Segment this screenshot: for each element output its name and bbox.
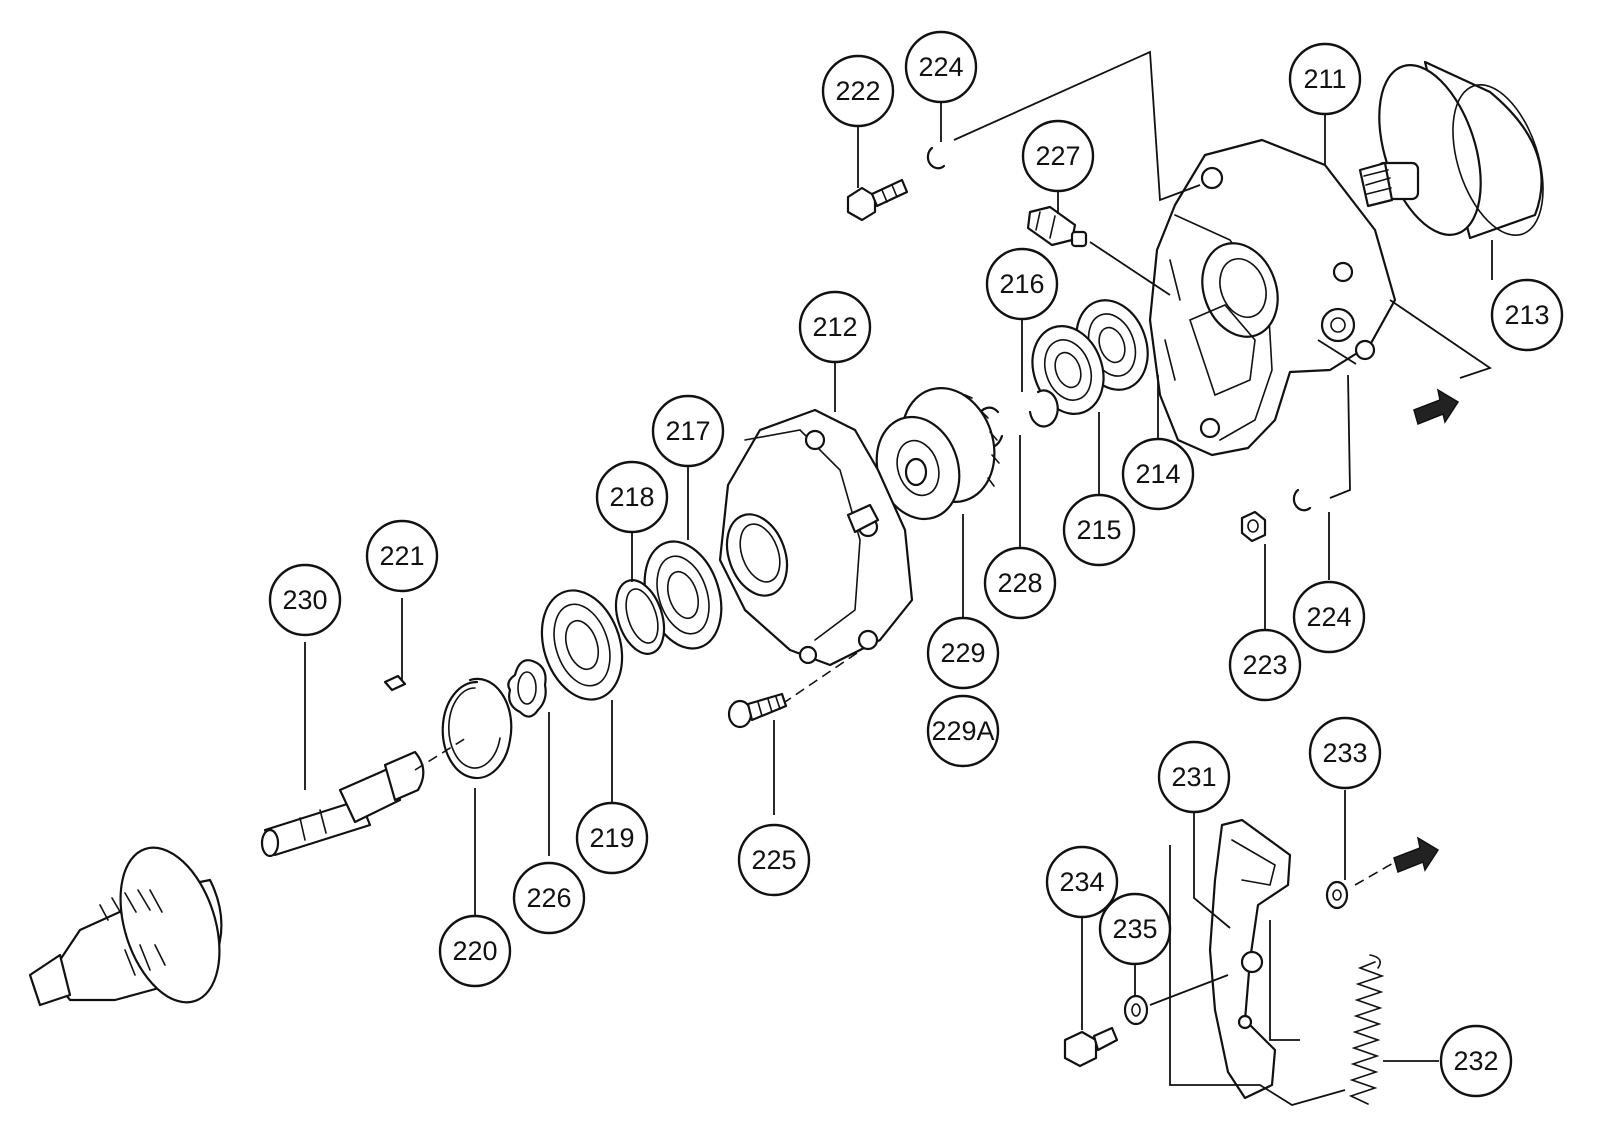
callout-216: 216 (985, 247, 1059, 321)
callout-228: 228 (983, 546, 1057, 620)
part-216-snap-ring (1028, 389, 1059, 428)
callout-223-label: 223 (1242, 650, 1287, 680)
part-224-e-clip-right (1292, 488, 1312, 512)
callout-230: 230 (268, 563, 342, 637)
part-226-wave-washer (507, 659, 547, 718)
callout-226-label: 226 (526, 883, 571, 913)
callout-222: 222 (821, 54, 895, 128)
callout-235: 235 (1098, 892, 1172, 966)
callout-215-label: 215 (1076, 515, 1121, 545)
callout-211-label: 211 (1303, 64, 1346, 94)
callout-215: 215 (1062, 493, 1136, 567)
callout-233: 233 (1308, 716, 1382, 790)
callout-219-label: 219 (589, 823, 634, 853)
part-225-screw (727, 692, 788, 729)
callout-213-label: 213 (1504, 300, 1549, 330)
callout-225-label: 225 (751, 845, 796, 875)
callout-232-label: 232 (1453, 1046, 1498, 1076)
callout-218: 218 (595, 460, 669, 534)
callout-214: 214 (1121, 437, 1195, 511)
callout-218-label: 218 (609, 482, 654, 512)
callout-217-label: 217 (665, 416, 710, 446)
callout-229a: 229A (926, 694, 1000, 768)
callout-234: 234 (1045, 845, 1119, 919)
callout-226: 226 (512, 861, 586, 935)
callout-213: 213 (1490, 278, 1564, 352)
part-233-washer (1325, 880, 1349, 910)
part-229-gear (875, 387, 1000, 521)
callout-229: 229 (926, 616, 1000, 690)
callout-227-label: 227 (1035, 141, 1080, 171)
callout-214-label: 214 (1135, 459, 1180, 489)
callout-224-right-label: 224 (1306, 602, 1351, 632)
leader-lines (304, 102, 1493, 1062)
callout-229-label: 229 (940, 638, 985, 668)
callout-229a-label: 229A (931, 716, 994, 746)
part-219-ball-bearing (540, 589, 624, 701)
callout-231-label: 231 (1171, 762, 1216, 792)
part-230-spindle (260, 750, 425, 858)
part-231-lever (1208, 818, 1292, 1100)
callout-221: 221 (365, 519, 439, 593)
callout-230-label: 230 (282, 585, 327, 615)
direction-arrow-upper (1413, 388, 1460, 426)
callout-224-top-label: 224 (918, 52, 963, 82)
part-222-bolt (846, 178, 909, 222)
part-218-spacer-ring (614, 579, 666, 655)
callout-225: 225 (737, 823, 811, 897)
callout-212-label: 212 (812, 312, 857, 342)
part-drill-chuck (28, 846, 223, 1007)
part-223-nut (1240, 510, 1267, 543)
part-220-retaining-ring (441, 677, 513, 780)
assembly-lines (414, 50, 1493, 1106)
callout-222-label: 222 (835, 76, 880, 106)
callout-233-label: 233 (1322, 738, 1367, 768)
callout-234-label: 234 (1059, 867, 1104, 897)
callout-220-label: 220 (452, 936, 497, 966)
part-213-clutch-drum (1358, 60, 1544, 240)
callout-228-label: 228 (997, 568, 1042, 598)
callout-212: 212 (798, 290, 872, 364)
callout-217: 217 (651, 394, 725, 468)
part-232-spring (1348, 954, 1385, 1105)
part-234-bolt (1063, 1026, 1119, 1068)
callout-231: 231 (1157, 740, 1231, 814)
callout-220: 220 (438, 914, 512, 988)
direction-arrow-lower (1393, 836, 1440, 874)
callout-223: 223 (1228, 628, 1302, 702)
part-211-gear-housing (1148, 138, 1397, 457)
callout-224-top: 224 (904, 30, 978, 104)
part-221-woodruff-key (383, 674, 407, 692)
callout-219: 219 (575, 801, 649, 875)
part-212-gear-cover (718, 408, 914, 667)
part-227-grease-nipple (1026, 205, 1088, 248)
part-224-e-clip-top (926, 146, 946, 170)
callout-227: 227 (1021, 119, 1095, 193)
callout-232: 232 (1439, 1024, 1513, 1098)
callout-224-right: 224 (1292, 580, 1366, 654)
callout-221-label: 221 (379, 541, 424, 571)
callout-235-label: 235 (1112, 914, 1157, 944)
callout-216-label: 216 (999, 269, 1044, 299)
callout-211: 211 (1288, 42, 1362, 116)
part-235-washer (1123, 994, 1149, 1026)
